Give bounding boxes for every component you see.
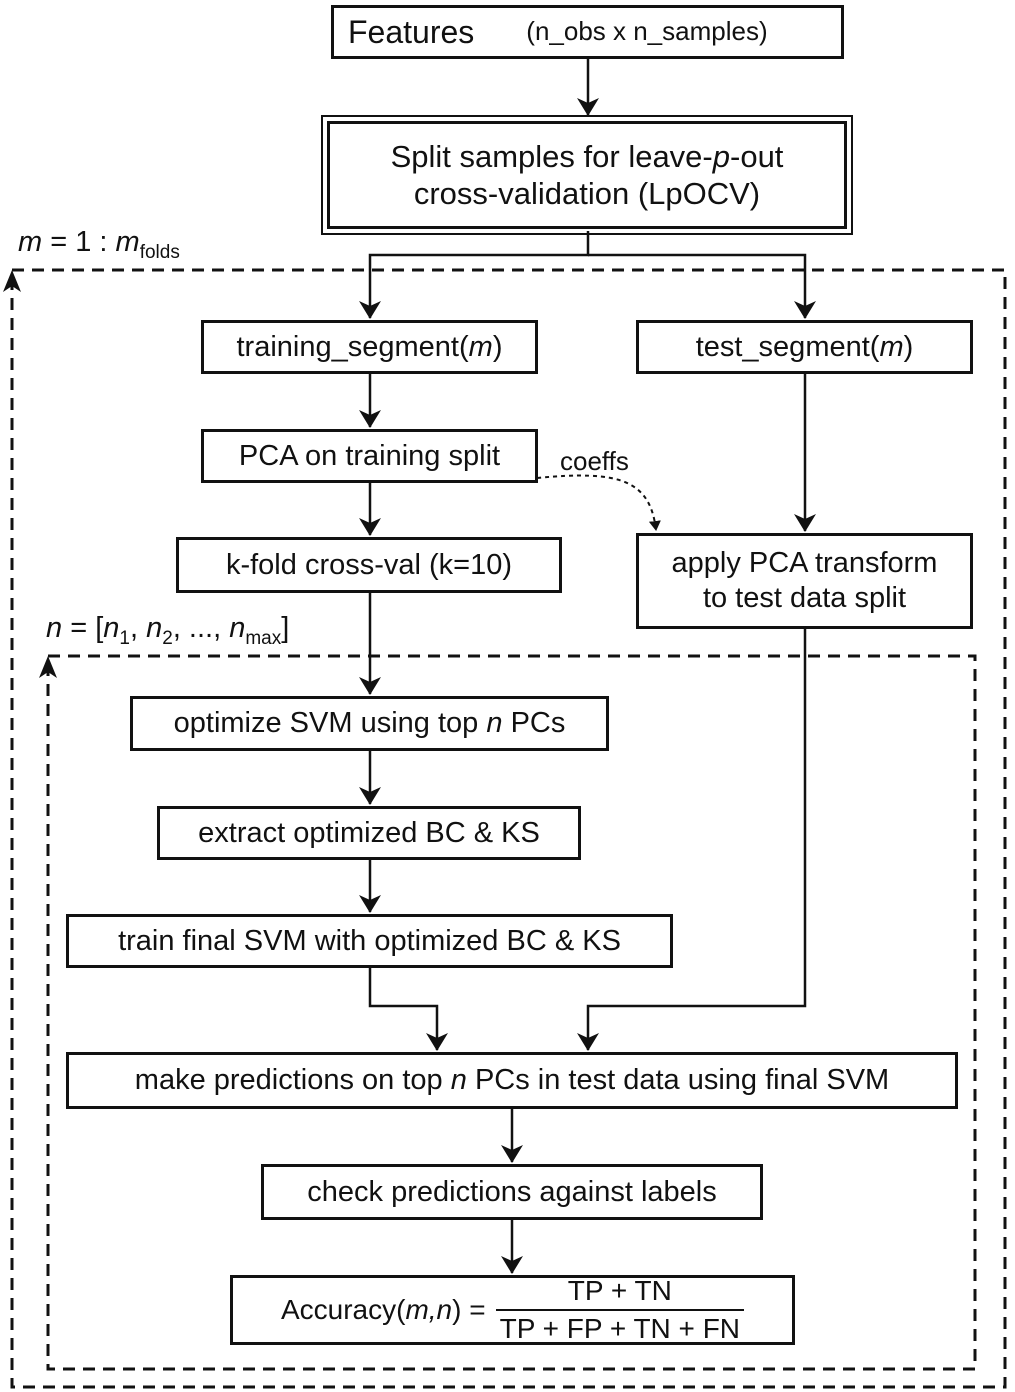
accuracy-denominator: TP + FP + TN + FN: [495, 1309, 745, 1346]
kfold-box: k-fold cross-val (k=10): [176, 537, 562, 593]
outer-loop-frame: [10, 268, 1007, 1389]
coeffs-label: coeffs: [560, 446, 629, 476]
accuracy-box: Accuracy(m,n) = TP + TN TP + FP + TN + F…: [230, 1275, 795, 1345]
split-line-1: Split samples for leave-p-out: [390, 138, 784, 174]
inner-loop-label: n = [n1, n2, ..., nmax]: [46, 612, 290, 649]
train-final-svm-box: train final SVM with optimized BC & KS: [66, 914, 673, 968]
arrow-apply-predictions: [577, 627, 807, 1051]
inner-loop-arrowhead: [39, 656, 57, 678]
inner-loop-frame: [46, 654, 977, 1371]
arrow-split-test: [588, 253, 816, 319]
outer-loop-arrowhead: [3, 270, 21, 292]
accuracy-fraction: TP + TN TP + FP + TN + FN: [495, 1274, 745, 1346]
test-segment-box: test_segment(m): [636, 320, 973, 374]
arrow-coeffs: [536, 474, 661, 531]
split-line-2: cross-validation (LpOCV): [413, 176, 761, 211]
arrow-train-predictions: [368, 966, 448, 1051]
accuracy-numerator: TP + TN: [567, 1275, 672, 1307]
accuracy-lhs: Accuracy(m,n) =: [280, 1294, 486, 1326]
outer-loop-label: m = 1 : mfolds: [18, 226, 180, 263]
features-dims: (n_obs x n_samples): [526, 16, 768, 47]
split-samples-box: Split samples for leave-p-out cross-vali…: [321, 115, 853, 235]
extract-optimized-box: extract optimized BC & KS: [157, 806, 581, 860]
arrow-split-training: [359, 231, 590, 319]
apply-pca-box: apply PCA transform to test data split: [636, 533, 973, 629]
features-label: Features: [348, 13, 475, 50]
pca-training-box: PCA on training split: [201, 429, 538, 483]
features-box: Features (n_obs x n_samples): [331, 5, 844, 59]
optimize-svm-box: optimize SVM using top n PCs: [130, 696, 609, 751]
make-predictions-box: make predictions on top n PCs in test da…: [66, 1052, 958, 1109]
training-segment-box: training_segment(m): [201, 320, 538, 374]
check-predictions-box: check predictions against labels: [261, 1164, 763, 1220]
